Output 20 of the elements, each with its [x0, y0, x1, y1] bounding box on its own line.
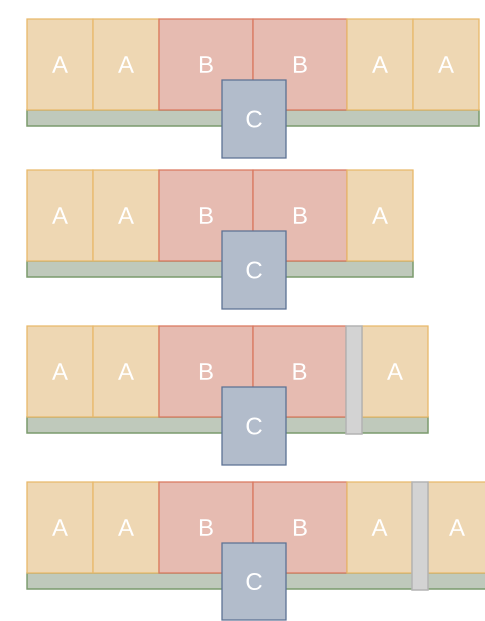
center-box: C: [221, 230, 287, 310]
cell-box: A: [346, 18, 414, 111]
cell-box: A: [26, 18, 94, 111]
center-box: C: [221, 79, 287, 159]
cell-box: A: [361, 325, 429, 418]
cell-box: A: [427, 481, 485, 574]
cell-box: A: [412, 18, 480, 111]
cell-box: A: [92, 325, 160, 418]
cell-box: A: [26, 481, 94, 574]
center-box: C: [221, 542, 287, 621]
spacer-bar: [411, 481, 429, 591]
cell-box: A: [26, 325, 94, 418]
cell-box: A: [26, 169, 94, 262]
cell-box: A: [92, 18, 160, 111]
cell-box: A: [92, 481, 160, 574]
cell-box: A: [346, 481, 413, 574]
cell-box: A: [92, 169, 160, 262]
spacer-bar: [345, 325, 363, 435]
center-box: C: [221, 386, 287, 466]
cell-box: A: [346, 169, 414, 262]
